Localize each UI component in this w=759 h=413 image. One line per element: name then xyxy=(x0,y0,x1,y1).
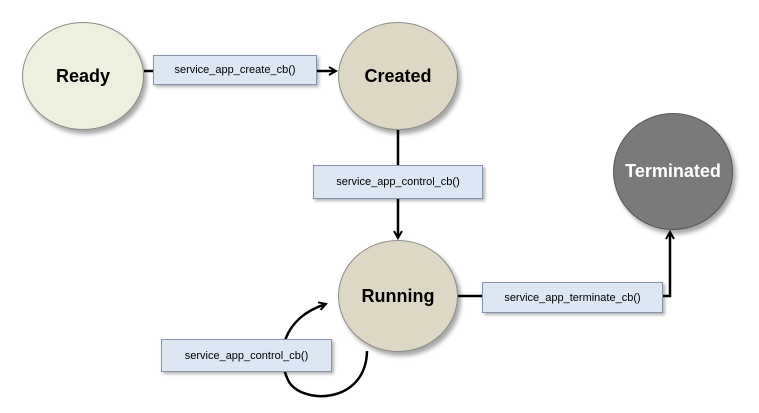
callback-create-label: service_app_create_cb() xyxy=(153,55,317,85)
state-running: Running xyxy=(338,240,458,352)
state-ready: Ready xyxy=(22,22,144,130)
edge-running-loop xyxy=(281,304,369,398)
callback-control-loop-label: service_app_control_cb() xyxy=(161,339,332,372)
state-terminated: Terminated xyxy=(613,113,733,230)
callback-control-label: service_app_control_cb() xyxy=(313,165,483,199)
callback-terminate-label: service_app_terminate_cb() xyxy=(482,282,663,313)
state-created: Created xyxy=(338,22,458,130)
